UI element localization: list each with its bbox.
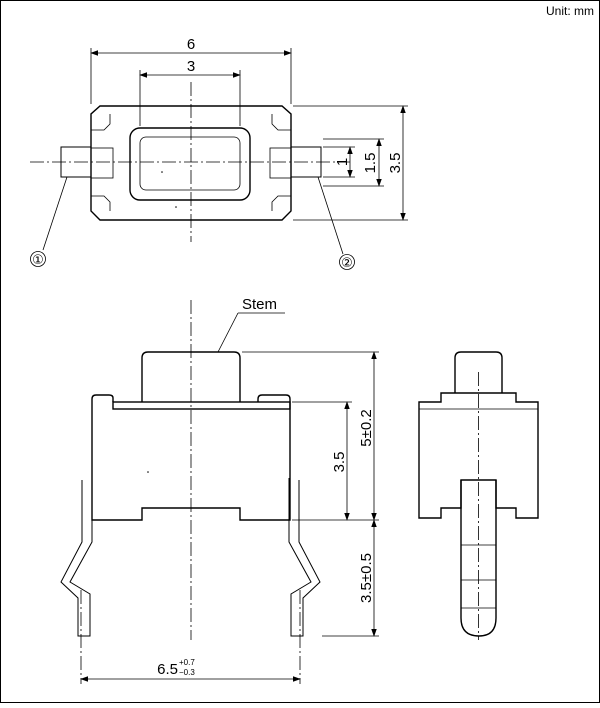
dim-leg-span-tol-lower: −0.3: [179, 668, 195, 677]
front-lead-left: [60, 478, 93, 637]
front-view: Stem 3.5 5±0.2 3.5±0.5 6.5 +0.7 −0.3: [60, 296, 379, 684]
top-boss-left: [90, 147, 114, 179]
callout-1: ①: [32, 252, 44, 267]
side-view: [418, 351, 539, 640]
top-view: 6 3 3.5 1.5 1 ① ②: [30, 36, 408, 270]
stem-leader: [217, 312, 239, 353]
dim-terminal-label: 1: [334, 158, 351, 166]
top-notch-tl: [91, 114, 111, 131]
front-lead-right: [288, 478, 321, 637]
callout-2-circle: [339, 254, 355, 270]
side-stem: [454, 351, 503, 393]
dim-total-height-label: 5±0.2: [358, 409, 375, 446]
dim-leg-span-label: 6.5: [157, 661, 178, 678]
dim-leg-span-tol-upper: +0.7: [179, 658, 195, 667]
stem-label: Stem: [242, 296, 277, 313]
dim-body-height-label: 3.5: [331, 452, 348, 473]
callout-1-leader: [42, 176, 68, 251]
callout-2: ②: [341, 255, 353, 270]
top-body-outline: [90, 105, 292, 221]
dim-height-label: 3.5: [387, 153, 404, 174]
top-boss-right: [269, 147, 292, 179]
dim-width-label: 6: [187, 36, 195, 53]
dim-terminal-pitch-label: 1.5: [362, 153, 379, 174]
stem-outer: [129, 127, 251, 201]
side-lead: [460, 480, 497, 637]
callout-2-leader: [317, 176, 344, 255]
dim-leg-length-label: 3.5±0.5: [358, 553, 375, 603]
front-top-plate: [112, 401, 291, 410]
top-notch-tr: [271, 114, 291, 131]
unit-label: Unit: mm: [546, 4, 594, 18]
dim-stem-width-label: 3: [187, 58, 195, 75]
top-notch-br: [271, 195, 291, 211]
callout-1-circle: [30, 251, 46, 267]
stem-inner: [139, 136, 241, 191]
top-notch-bl: [91, 195, 111, 211]
